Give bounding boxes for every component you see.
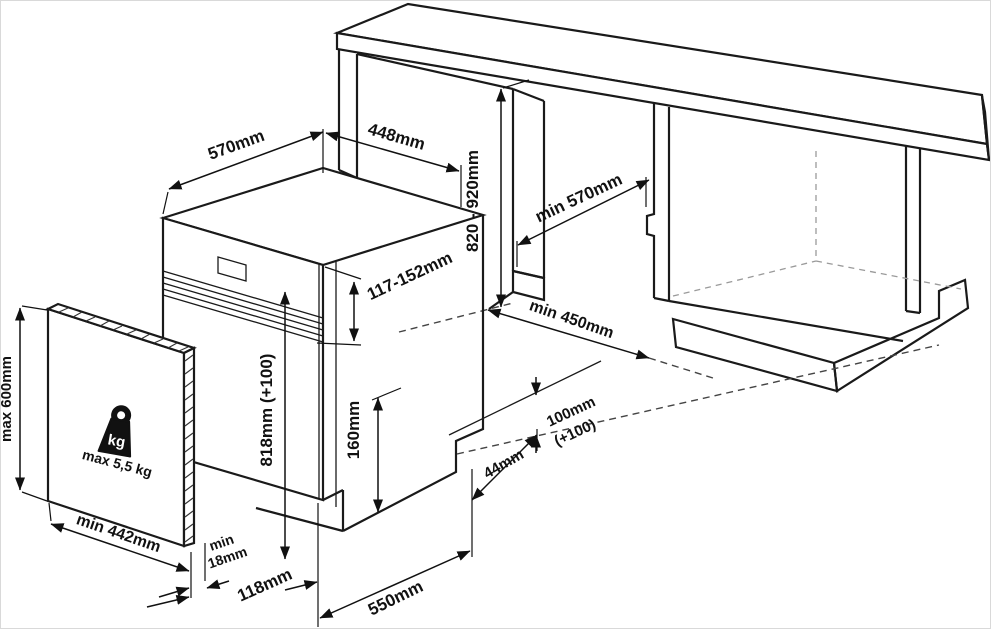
cabinet-hidden-interior xyxy=(672,151,962,297)
kg-weight-icon: kg xyxy=(97,405,132,458)
dimension-lines xyxy=(15,79,650,627)
dim-body-height: 818mm (+100) xyxy=(257,354,276,467)
kitchen-cabinet xyxy=(645,103,970,393)
reference-lines xyxy=(398,302,940,455)
dim-top-width: 570mm xyxy=(205,126,267,164)
dishwasher xyxy=(159,166,487,533)
dim-rear-clearance: 160mm xyxy=(344,401,363,460)
dim-plinth-recess: 118mm xyxy=(235,565,295,606)
dim-panel-thickness-line1: min xyxy=(207,531,236,554)
control-band-stripes xyxy=(162,270,324,343)
dim-rear-gap: 44mm xyxy=(481,446,527,482)
countertop xyxy=(333,2,990,162)
dim-panel-height-max: max 600mm xyxy=(1,356,15,442)
kg-icon-label: kg xyxy=(106,431,126,451)
dim-base-depth: 550mm xyxy=(365,577,426,620)
dim-niche-height: 820 - 920mm xyxy=(463,150,482,252)
dishwasher-side xyxy=(342,215,485,532)
dim-control-band-height: 117-152mm xyxy=(364,248,455,304)
dim-niche-width: 448mm xyxy=(366,120,428,154)
panel-edge-hatching xyxy=(58,307,194,543)
control-display xyxy=(217,256,247,282)
furniture-door-panel: kg xyxy=(45,302,197,548)
